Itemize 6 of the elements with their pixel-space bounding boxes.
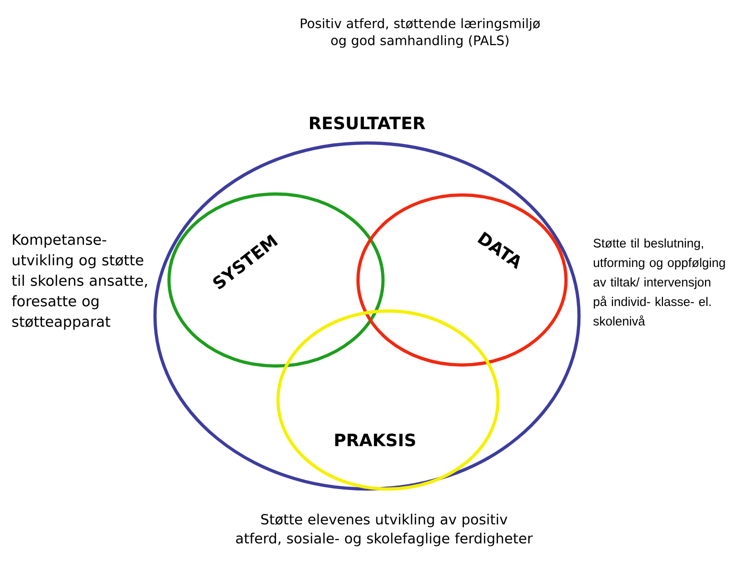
annotation-text: Støtte elevenes utvikling av positiv atferd, sosiale- og skolefaglige ferdigheter bbox=[236, 514, 533, 546]
title: Positiv atferd, støttende læringsmiljø og god samhandling (PALS) bbox=[300, 18, 540, 48]
ellipse-node: PRAKSIS bbox=[276, 309, 500, 491]
annotation-text: Støtte til beslutning, utforming og oppfølging av tiltak/ intervensjon på individ- klasse- el. skolenivå bbox=[593, 238, 725, 326]
annotation-text: Kompetanse-utvikling og støtte til skolens ansatte, foresatte og støtteapparat bbox=[12, 234, 147, 330]
node-label: RESULTATER bbox=[310, 116, 426, 130]
